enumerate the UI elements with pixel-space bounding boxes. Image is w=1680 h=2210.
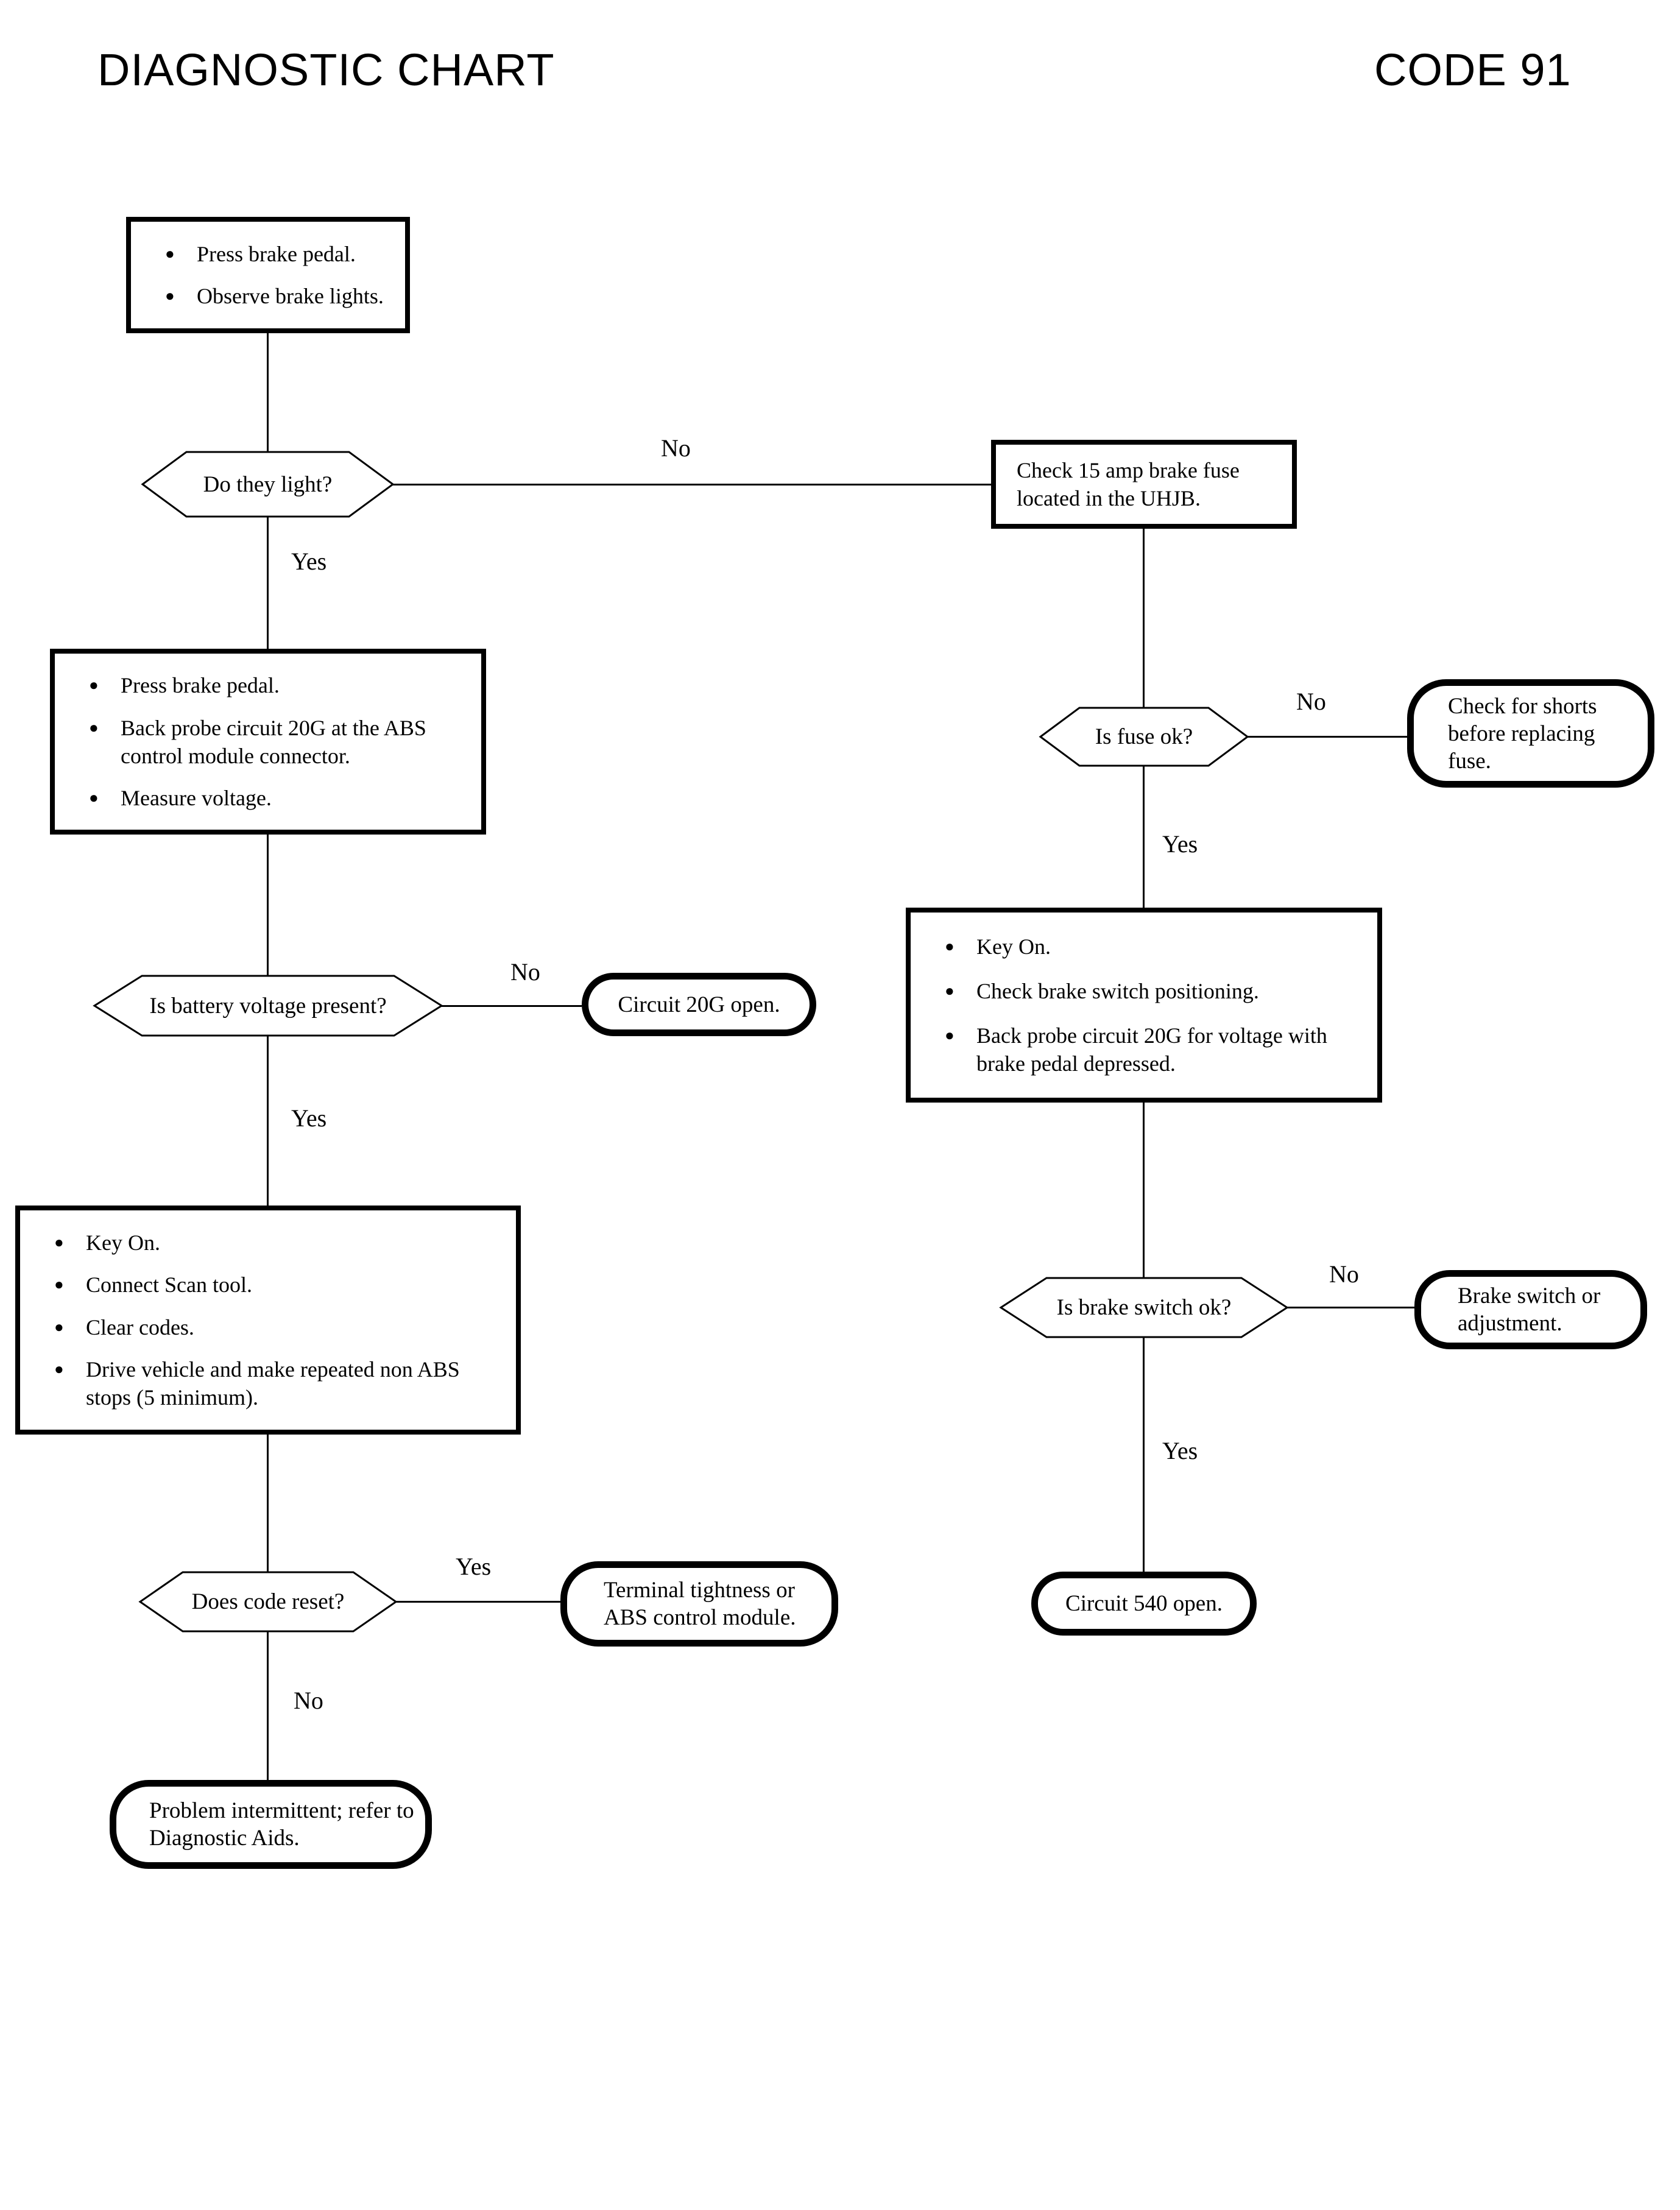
terminal-text: Check for shorts before replacing fuse. [1448,693,1597,774]
list-item: ● Observe brake lights. [149,282,395,310]
code-label: CODE 91 [1374,44,1572,95]
edge-label-yes: Yes [291,548,327,575]
connector-fuseok-to-switchcheck [1143,766,1145,909]
list-item: ● Drive vehicle and make repeated non AB… [38,1355,506,1411]
edge-label-no: No [1296,688,1326,715]
decision-label: Is brake switch ok? [1056,1295,1232,1320]
decision-do-they-light: Do they light? [141,451,395,518]
edge-label-no: No [510,958,540,986]
edge-label-no: No [661,434,691,462]
list-item: ● Back probe circuit 20G for voltage wit… [929,1022,1368,1078]
connector-brakeok-no [1285,1307,1414,1308]
edge-label-yes: Yes [1162,830,1198,858]
list-item: ● Key On. [929,933,1368,961]
bullet-icon: ● [945,982,955,1000]
bullet-text: Drive vehicle and make repeated non ABS … [86,1357,460,1410]
connector-reset-yes [396,1601,560,1603]
list-item: ● Back probe circuit 20G at the ABS cont… [73,714,471,770]
connector-start-to-light [267,333,269,453]
connector-battery-no [440,1005,582,1007]
bullet-icon: ● [89,718,99,736]
terminal-brake-switch-adjustment: Brake switch or adjustment. [1414,1270,1647,1349]
bullet-text: Observe brake lights. [197,284,384,309]
bullet-text: Measure voltage. [121,785,272,810]
connector-battery-to-scan [267,1036,269,1207]
connector-brakeok-to-540 [1143,1337,1145,1573]
bullet-icon: ● [54,1318,64,1336]
bullet-text: Press brake pedal. [121,673,280,698]
connector-fusebox-to-fuseok [1143,529,1145,709]
connector-reset-to-intermittent [267,1631,269,1781]
terminal-circuit-20g-open: Circuit 20G open. [582,973,816,1036]
bullet-text: Clear codes. [86,1315,194,1340]
terminal-tightness-abs-module: Terminal tightness or ABS control module… [560,1561,838,1647]
bullet-text: Key On. [976,934,1051,959]
edge-label-yes: Yes [1162,1437,1198,1464]
bullet-icon: ● [54,1233,64,1251]
terminal-text: Problem intermittent; refer to Diagnosti… [149,1798,414,1851]
decision-label: Is fuse ok? [1095,724,1193,749]
edge-label-no: No [294,1687,323,1714]
decision-is-fuse-ok: Is fuse ok? [1039,707,1249,767]
list-item: ● Check brake switch positioning. [929,977,1368,1005]
connector-fuseok-no [1248,736,1407,738]
bullet-icon: ● [945,937,955,955]
connector-probe-to-battery [267,835,269,977]
bullet-icon: ● [89,676,99,694]
decision-brake-switch-ok: Is brake switch ok? [999,1277,1289,1338]
edge-label-yes: Yes [291,1104,327,1132]
bullet-icon: ● [165,244,175,263]
terminal-check-shorts: Check for shorts before replacing fuse. [1407,679,1654,788]
process-probe-box: ● Press brake pedal. ● Back probe circui… [50,649,486,835]
decision-label: Is battery voltage present? [149,993,387,1019]
edge-label-yes: Yes [456,1553,492,1580]
bullet-text: Connect Scan tool. [86,1273,252,1297]
list-item: ● Press brake pedal. [73,671,471,699]
process-text: Check 15 amp brake fuse located in the U… [1017,458,1240,510]
bullet-text: Key On. [86,1230,160,1255]
terminal-problem-intermittent: Problem intermittent; refer to Diagnosti… [110,1780,432,1869]
terminal-circuit-540-open: Circuit 540 open. [1031,1572,1257,1636]
bullet-text: Back probe circuit 20G at the ABS contro… [121,715,426,768]
terminal-text: Circuit 540 open. [1065,1591,1223,1616]
bullet-text: Back probe circuit 20G for voltage with … [976,1023,1327,1076]
decision-label: Does code reset? [191,1589,345,1614]
bullet-icon: ● [54,1360,64,1379]
bullet-text: Press brake pedal. [197,241,356,266]
bullet-text: Check brake switch positioning. [976,979,1259,1003]
bullet-icon: ● [89,788,99,807]
terminal-text: Brake switch or adjustment. [1458,1283,1601,1336]
connector-light-no [393,484,991,485]
process-switch-check-box: ● Key On. ● Check brake switch positioni… [906,908,1382,1103]
process-scan-box: ● Key On. ● Connect Scan tool. ● Clear c… [15,1206,521,1435]
connector-switchcheck-to-brakeok [1143,1103,1145,1279]
decision-label: Do they light? [203,471,333,497]
edge-label-no: No [1329,1260,1359,1288]
connector-light-to-probe [267,517,269,650]
decision-battery-voltage: Is battery voltage present? [93,975,443,1037]
connector-scan-to-reset [267,1435,269,1573]
list-item: ● Press brake pedal. [149,240,395,268]
process-check-fuse-box: Check 15 amp brake fuse located in the U… [991,440,1297,529]
page-title: DIAGNOSTIC CHART [97,44,555,95]
bullet-icon: ● [54,1276,64,1294]
bullet-icon: ● [165,287,175,305]
decision-does-code-reset: Does code reset? [138,1571,398,1633]
terminal-text: Circuit 20G open. [618,992,780,1017]
list-item: ● Clear codes. [38,1313,506,1341]
list-item: ● Connect Scan tool. [38,1271,506,1299]
list-item: ● Measure voltage. [73,784,471,812]
list-item: ● Key On. [38,1229,506,1257]
bullet-icon: ● [945,1026,955,1044]
process-start-box: ● Press brake pedal. ● Observe brake lig… [126,217,410,333]
terminal-text: Terminal tightness or ABS control module… [604,1578,796,1630]
